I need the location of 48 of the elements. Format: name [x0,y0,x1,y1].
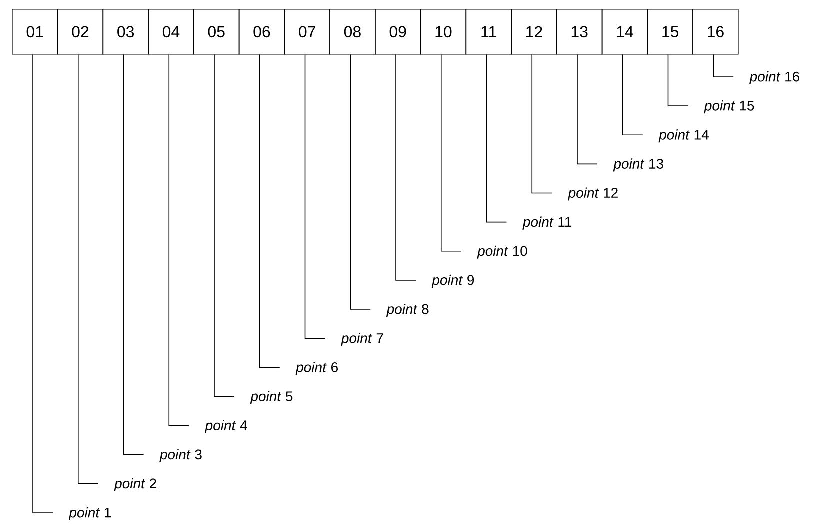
number-box: 16 [692,9,739,55]
number-box: 13 [556,9,603,55]
number-box: 10 [420,9,467,55]
number-box: 03 [102,9,149,55]
point-label: point 1 [68,507,112,520]
leader-line [304,54,326,339]
point-label: point 14 [658,130,709,143]
number-box: 02 [57,9,104,55]
leader-line [260,54,280,368]
leader-line [713,54,734,78]
leader-line [32,54,54,514]
leader-line [168,54,190,426]
point-label: point 3 [160,449,202,462]
leader-line [440,54,462,252]
leader-line [668,54,689,106]
leader-line [78,54,99,484]
number-box: 11 [466,9,512,55]
leader-line [532,54,553,194]
leader-line [123,54,144,456]
point-label: point 4 [204,420,248,434]
leader-line [214,54,235,398]
leader-line [350,54,372,310]
leader-line [577,54,598,165]
number-box: 05 [194,9,240,55]
point-label: point 16 [749,71,800,85]
number-box: 14 [602,9,648,55]
point-label: point 10 [477,246,528,259]
leader-line [486,54,508,223]
point-label: point 2 [114,478,156,492]
number-box: 12 [511,9,558,55]
number-box: 09 [375,9,422,55]
point-label: point 9 [432,274,474,288]
point-label: point 15 [704,100,754,114]
point-label: point 8 [386,304,429,318]
point-label: point 12 [568,188,618,201]
number-box: 04 [148,9,194,55]
number-box: 06 [238,9,286,55]
number-box: 08 [330,9,376,55]
leader-line [622,54,644,136]
leader-line [396,54,416,281]
number-box: 15 [647,9,694,55]
point-label: point 5 [250,391,293,404]
point-label: point 11 [522,216,572,230]
number-box: 01 [12,9,58,55]
point-label: point 7 [341,333,384,346]
point-label: point 13 [613,158,664,172]
point-label: point 6 [296,362,338,376]
number-box: 07 [284,9,330,55]
